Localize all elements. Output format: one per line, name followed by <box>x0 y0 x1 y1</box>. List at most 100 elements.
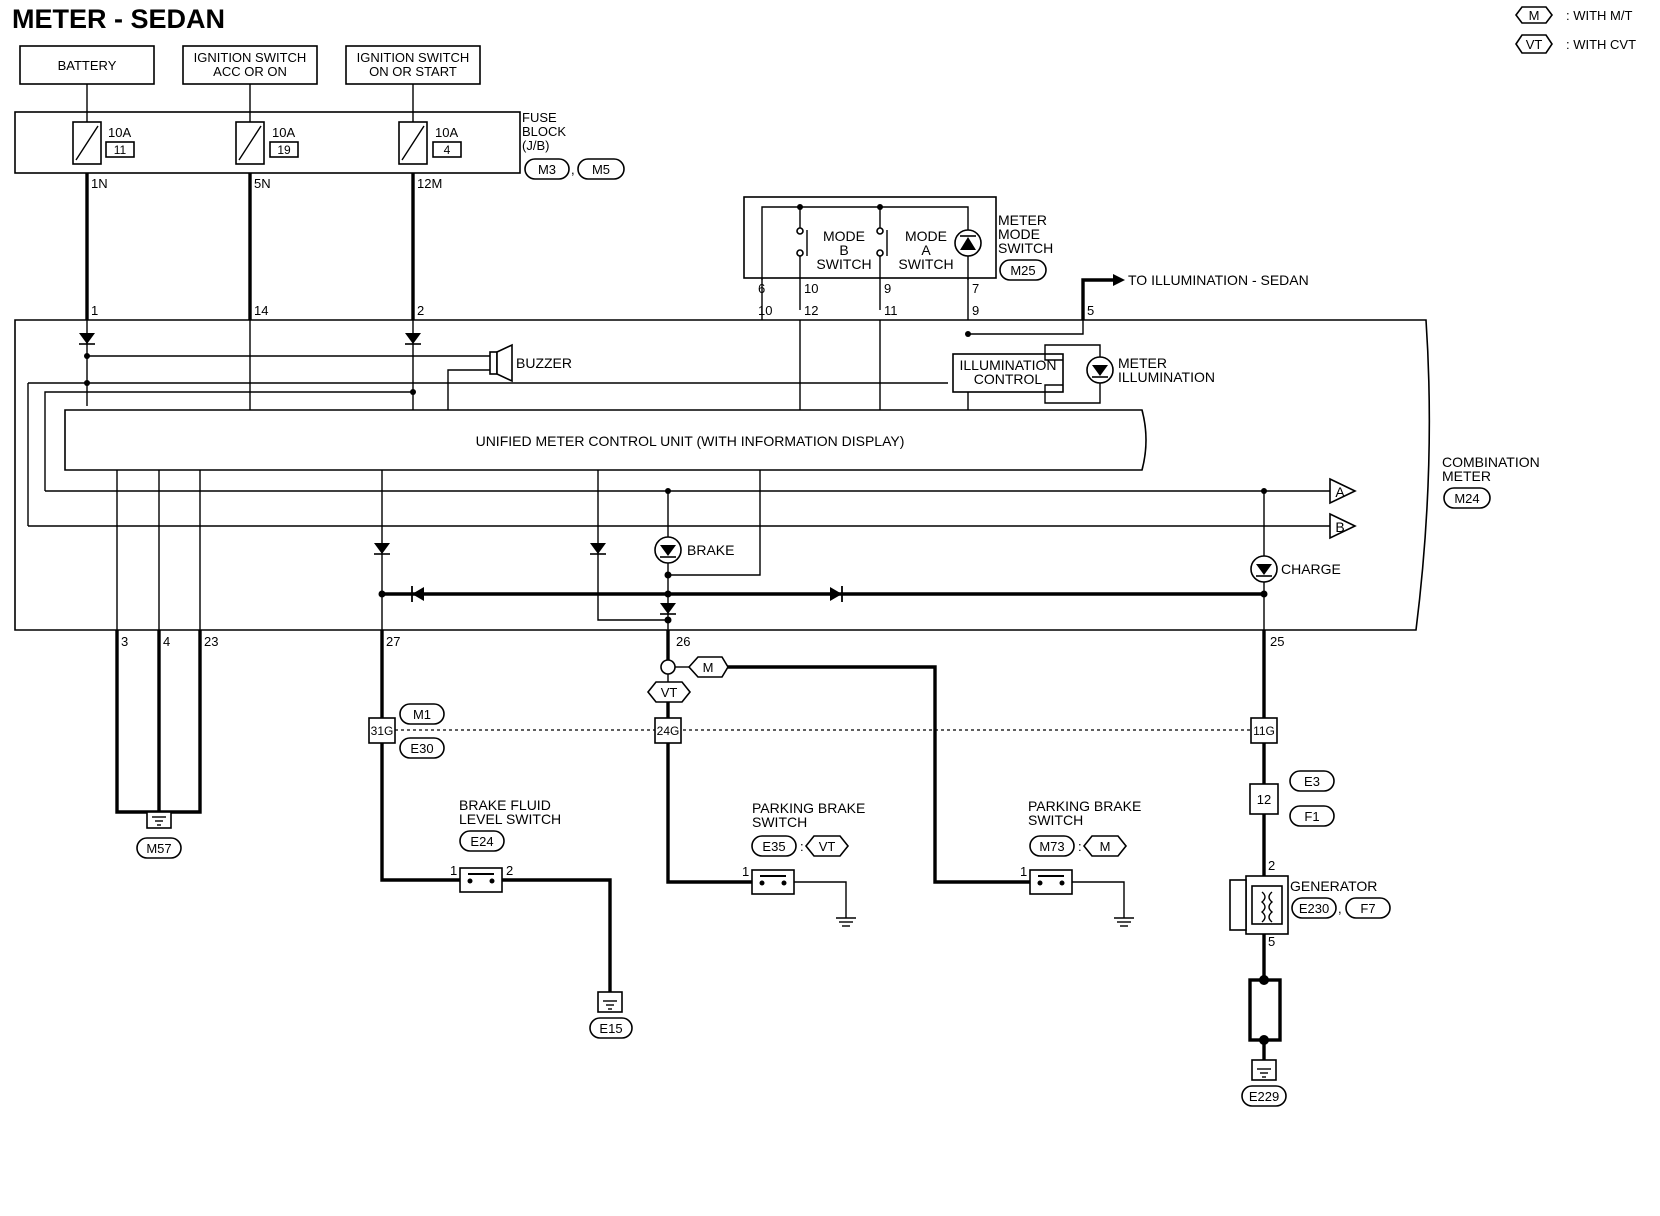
brake-fluid-pin-2: 2 <box>506 863 513 878</box>
brake-fluid-label-2: LEVEL SWITCH <box>459 811 561 827</box>
fuse-1-num: 11 <box>114 143 127 157</box>
fuse-2-amp: 10A <box>272 125 295 140</box>
mode-pin-12: 12 <box>804 303 818 318</box>
pbrake-cvt-tag: VT <box>819 839 836 854</box>
gen-e230-conn: E230 <box>1299 901 1329 916</box>
pbrake-cvt-label-2: SWITCH <box>752 814 807 830</box>
page-title: METER - SEDAN <box>12 4 225 34</box>
mode-switch-label-1: METER <box>998 212 1047 228</box>
charge-lamp-icon <box>1250 555 1278 583</box>
control-unit-box <box>64 409 1147 471</box>
gen-sep: , <box>1338 901 1342 916</box>
fuse-block-conn-1: M3 <box>538 162 556 177</box>
mode-b-label-3: SWITCH <box>816 256 871 272</box>
brake-lamp-icon <box>654 536 682 564</box>
mode-term-9: 9 <box>884 281 891 296</box>
pin-4: 4 <box>163 634 170 649</box>
connector-b-icon <box>1329 512 1357 540</box>
pin-26: 26 <box>676 634 690 649</box>
pin-25: 25 <box>1270 634 1284 649</box>
joint-12 <box>1249 783 1279 815</box>
combo-label-2: METER <box>1442 468 1491 484</box>
joint-m1-conn: M1 <box>413 707 431 722</box>
gen-e3-conn: E3 <box>1304 774 1320 789</box>
ground-e15-label: E15 <box>599 1021 622 1036</box>
connector-b-label: B <box>1335 519 1344 535</box>
fuse-3-num: 4 <box>444 143 451 157</box>
gen-f7-conn: F7 <box>1360 901 1375 916</box>
fuse-block-sep: , <box>571 162 575 177</box>
pbrake-cvt-label-1: PARKING BRAKE <box>752 800 865 816</box>
mode-a-label-2: A <box>921 242 931 258</box>
switch-icon <box>1029 869 1073 895</box>
pbrake-cvt-pin-1: 1 <box>742 864 749 879</box>
brake-fluid-label-1: BRAKE FLUID <box>459 797 551 813</box>
fuse-block-label-2: BLOCK <box>522 124 566 139</box>
joint-24g <box>654 717 682 744</box>
pin-3: 3 <box>121 634 128 649</box>
brake-lamp-label: BRAKE <box>687 542 734 558</box>
joint-24g-label: 24G <box>657 724 680 738</box>
ign-acc-label-2: ACC OR ON <box>213 64 287 79</box>
mode-pin-11: 11 <box>884 303 898 318</box>
gen-f1-conn: F1 <box>1304 809 1319 824</box>
pbrake-mt-tag: M <box>1100 839 1111 854</box>
joint-11g <box>1250 717 1278 744</box>
illum-ctrl-label-2: CONTROL <box>974 371 1043 387</box>
fuse-3-pin: 2 <box>417 303 424 318</box>
generator-icon <box>1229 875 1289 935</box>
mode-switch-conn: M25 <box>1010 263 1035 278</box>
fuse-2-term: 5N <box>254 176 271 191</box>
joint-12-label: 12 <box>1257 792 1271 807</box>
fuse-1-amp: 10A <box>108 125 131 140</box>
fuse-block-label-1: FUSE <box>522 110 557 125</box>
ground-icon <box>597 991 623 1013</box>
switch-icon <box>459 867 503 893</box>
mode-switch-label-3: SWITCH <box>998 240 1053 256</box>
combination-meter-box <box>14 319 1431 631</box>
pin-27: 27 <box>386 634 400 649</box>
ground-strap <box>1248 978 1282 1042</box>
generator-label: GENERATOR <box>1290 878 1377 894</box>
battery-label: BATTERY <box>58 58 117 73</box>
combo-label-1: COMBINATION <box>1442 454 1540 470</box>
pin-23: 23 <box>204 634 218 649</box>
ground-icon <box>1251 1059 1277 1081</box>
meter-illum-label-1: METER <box>1118 355 1167 371</box>
fuse-1-term: 1N <box>91 176 108 191</box>
fuse-2-num: 19 <box>277 143 291 157</box>
gen-pin-2: 2 <box>1268 858 1275 873</box>
mode-a-label-1: MODE <box>905 228 947 244</box>
illum-pin: 5 <box>1087 303 1094 318</box>
ground-e229-label: E229 <box>1249 1089 1279 1104</box>
connector-a-icon <box>1329 477 1357 505</box>
control-unit-label: UNIFIED METER CONTROL UNIT (WITH INFORMA… <box>476 433 905 449</box>
fuse-3-term: 12M <box>417 176 442 191</box>
mode-b-label-1: MODE <box>823 228 865 244</box>
charge-lamp-label: CHARGE <box>1281 561 1341 577</box>
mode-a-label-3: SWITCH <box>898 256 953 272</box>
fuse-block-conn-2: M5 <box>592 162 610 177</box>
brake-fluid-pin-1: 1 <box>450 863 457 878</box>
pbrake-mt-conn: M73 <box>1039 839 1064 854</box>
fuse-1-pin: 1 <box>91 303 98 318</box>
legend-text-cvt: : WITH CVT <box>1566 37 1636 52</box>
legend-text-mt: : WITH M/T <box>1566 8 1632 23</box>
connector-a-label: A <box>1335 484 1345 500</box>
ground-m57-label: M57 <box>146 841 171 856</box>
pbrake-cvt-conn: E35 <box>762 839 785 854</box>
battery-box <box>19 45 155 85</box>
pbrake-cvt-colon: : <box>800 839 804 854</box>
brake-fluid-conn: E24 <box>470 834 493 849</box>
joint-31g <box>368 717 396 744</box>
mode-pin-9: 9 <box>972 303 979 318</box>
ground-icon <box>836 917 856 927</box>
joint-31g-label: 31G <box>371 724 394 738</box>
mode-b-label-2: B <box>839 242 848 258</box>
mode-term-10: 10 <box>804 281 818 296</box>
legend-tag-cvt: VT <box>1526 37 1543 52</box>
arrow-right-icon <box>1113 274 1125 286</box>
led-icon <box>954 229 982 257</box>
legend: M : WITH M/T VT : WITH CVT <box>1515 6 1636 54</box>
switch-icon <box>751 869 795 895</box>
